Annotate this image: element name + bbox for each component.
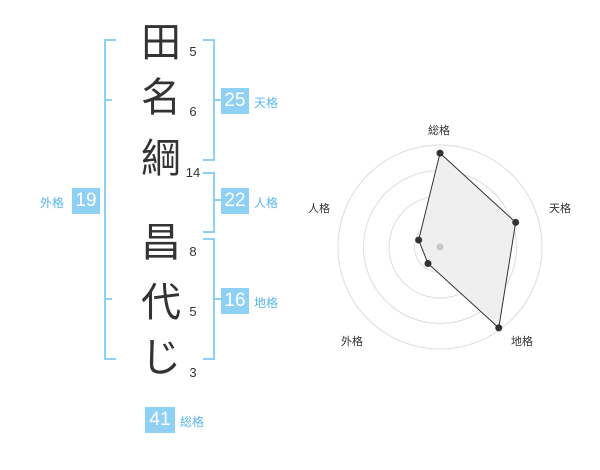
name-char-1: 田 (141, 20, 181, 66)
radar-chart (337, 144, 543, 350)
radar-point-1 (436, 149, 444, 157)
bracket-tick (213, 199, 221, 201)
gaikaku-bracket (104, 39, 116, 360)
bracket-tick (213, 99, 221, 101)
name-char-5: 代 (141, 280, 181, 326)
bracket-tick (104, 298, 112, 300)
stroke-count-6: 3 (189, 365, 197, 380)
gaikaku-value-badge: 19 (72, 188, 100, 214)
radar-data-polygon (418, 152, 517, 329)
chikaku-label: 地格 (254, 296, 279, 310)
radar-grid-ring (337, 144, 543, 350)
soukaku-value-badge: 41 (145, 407, 175, 433)
name-char-4: 昌 (141, 220, 181, 266)
radar-point-4 (424, 260, 432, 268)
tenkaku-label: 天格 (254, 96, 279, 110)
name-char-6: じ (141, 335, 181, 381)
bracket-tick (104, 99, 112, 101)
stroke-count-5: 5 (189, 304, 197, 319)
stroke-count-2: 6 (189, 104, 197, 119)
name-char-2: 名 (141, 75, 181, 121)
jinkaku-value-badge: 22 (221, 188, 249, 214)
soukaku-label: 総格 (180, 415, 205, 429)
radar-point-3 (495, 324, 503, 332)
radar-axis-label-jinkaku: 人格 (308, 202, 330, 215)
radar-center-point (436, 243, 444, 251)
radar-point-5 (415, 236, 423, 244)
jinkaku-label: 人格 (254, 196, 279, 210)
radar-axis-label-gaikaku: 外格 (341, 335, 363, 348)
radar-axis-label-soukaku: 総格 (428, 124, 450, 137)
radar-axis-label-tenkaku: 天格 (549, 202, 571, 215)
bracket-tick (213, 298, 221, 300)
tenkaku-value-badge: 25 (221, 88, 249, 114)
stroke-count-1: 5 (189, 44, 197, 59)
stroke-count-3: 14 (185, 165, 201, 180)
chikaku-value-badge: 16 (221, 288, 249, 314)
radar-axis-label-chikaku: 地格 (511, 335, 533, 348)
jinkaku-bracket (203, 172, 215, 233)
name-char-3: 綱 (141, 136, 181, 182)
radar-point-2 (512, 218, 520, 226)
gaikaku-label: 外格 (40, 196, 65, 210)
stroke-count-4: 8 (189, 244, 197, 259)
